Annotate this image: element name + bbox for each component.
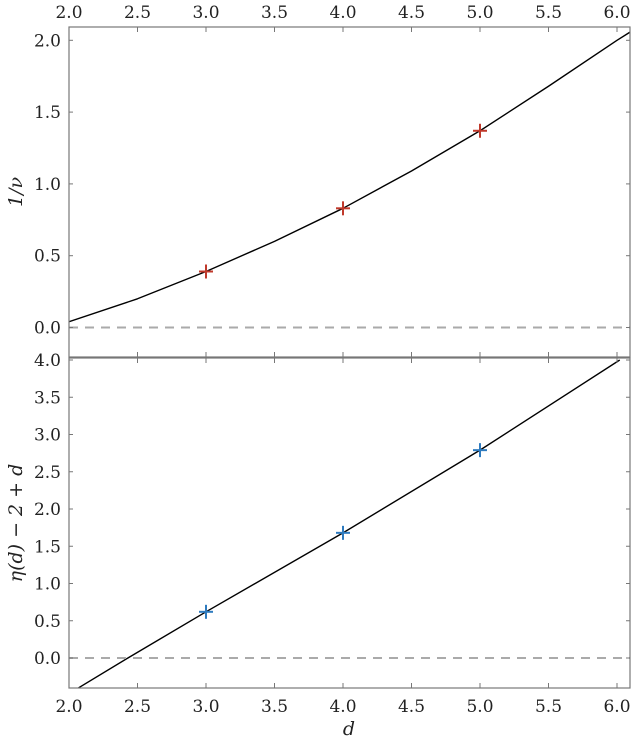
y-tick-label: 0.5 (34, 612, 61, 632)
y-axis-label: 1/ν (5, 177, 27, 207)
y-axis-label: η(d) − 2 + d (5, 464, 27, 583)
y-tick-label: 0.0 (34, 649, 61, 669)
bottom-panel: 0.0 0.5 1.0 1.5 2.0 2.5 3.0 3.5 4.0 2.0 2.5 3.0 3.5 4… (5, 351, 631, 740)
y-tick-label: 2.0 (34, 31, 61, 51)
x-tick-label: 4.5 (398, 697, 425, 717)
x-tick-label-top: 5.0 (466, 3, 493, 23)
data-point-marker (473, 123, 487, 138)
x-tick-label-top: 2.0 (55, 3, 82, 23)
y-tick-label: 4.0 (34, 351, 61, 371)
x-tick-label: 3.0 (192, 697, 219, 717)
y-tick-label: 0.0 (34, 319, 61, 339)
x-tick-label-top: 6.0 (603, 3, 630, 23)
y-tick-label: 0.5 (34, 247, 61, 267)
x-tick-label-top: 4.0 (329, 3, 356, 23)
top-panel: 0.0 0.5 1.0 1.5 2.0 2.0 2.5 3.0 3.5 4.0 4.5 5.0 5.5 6… (5, 3, 631, 358)
y-tick-label: 2.0 (34, 500, 61, 520)
x-tick-label: 2.5 (124, 697, 151, 717)
fit-curve (69, 31, 630, 323)
y-tick-label: 1.5 (34, 103, 61, 123)
y-tick-label: 1.0 (34, 175, 61, 195)
x-tick-label-top: 3.0 (192, 3, 219, 23)
y-tick-label: 1.5 (34, 537, 61, 557)
x-tick-label-top: 5.5 (535, 3, 562, 23)
x-axis-label: d (343, 718, 355, 740)
data-point-marker (336, 201, 350, 216)
x-tick-label: 2.0 (55, 697, 82, 717)
y-tick-label: 2.5 (34, 463, 61, 483)
data-point-marker (199, 604, 213, 619)
plot-frame (68, 357, 631, 689)
fit-curve (78, 359, 621, 688)
x-tick-label-top: 4.5 (398, 3, 425, 23)
x-tick-label: 4.0 (329, 697, 356, 717)
data-point-marker (336, 525, 350, 540)
y-tick-label: 3.0 (34, 426, 61, 446)
x-tick-label: 3.5 (261, 697, 288, 717)
x-tick-label-top: 2.5 (124, 3, 151, 23)
x-tick-label-top: 3.5 (261, 3, 288, 23)
data-point-marker (473, 443, 487, 458)
x-tick-label: 5.5 (535, 697, 562, 717)
x-tick-label: 6.0 (603, 697, 630, 717)
x-tick-label: 5.0 (466, 697, 493, 717)
plot-frame (68, 26, 631, 358)
y-tick-label: 3.5 (34, 388, 61, 408)
data-point-marker (199, 264, 213, 279)
y-tick-label: 1.0 (34, 575, 61, 595)
